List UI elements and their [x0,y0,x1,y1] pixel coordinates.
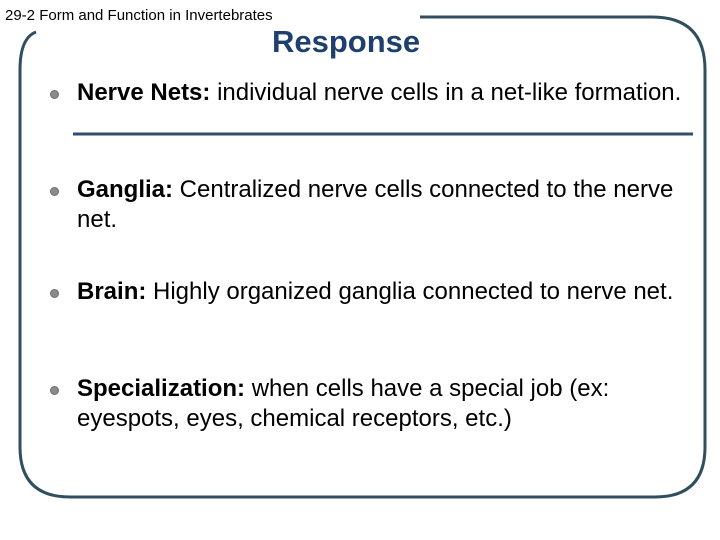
bullet-icon [50,187,59,196]
bullet-text: Brain: Highly organized ganglia connecte… [77,277,682,307]
header-label: 29-2 Form and Function in Invertebrates [5,7,273,24]
bullet-term: Nerve Nets: [77,79,211,106]
bullet-term: Brain: [77,278,147,305]
bullet-description: individual nerve cells in a net-like for… [210,79,682,106]
bullet-icon [50,386,59,395]
bullet-text: Ganglia: Centralized nerve cells connect… [77,175,682,235]
bullet-text: Nerve Nets: individual nerve cells in a … [77,78,682,108]
bullet-description: Highly organized ganglia connected to ne… [146,278,674,305]
bullet-text: Specialization: when cells have a specia… [77,374,682,434]
bullet-icon [50,90,59,99]
bullet-description: when cells have a special job (ex: eyesp… [77,375,610,432]
bullet-term: Specialization: [77,375,246,402]
bullet-icon [50,289,59,298]
rounded-border [18,15,707,499]
bullet-term: Ganglia: [77,176,174,203]
page-title: Response [272,24,421,59]
bullet-description: Centralized nerve cells connected to the… [77,176,674,233]
